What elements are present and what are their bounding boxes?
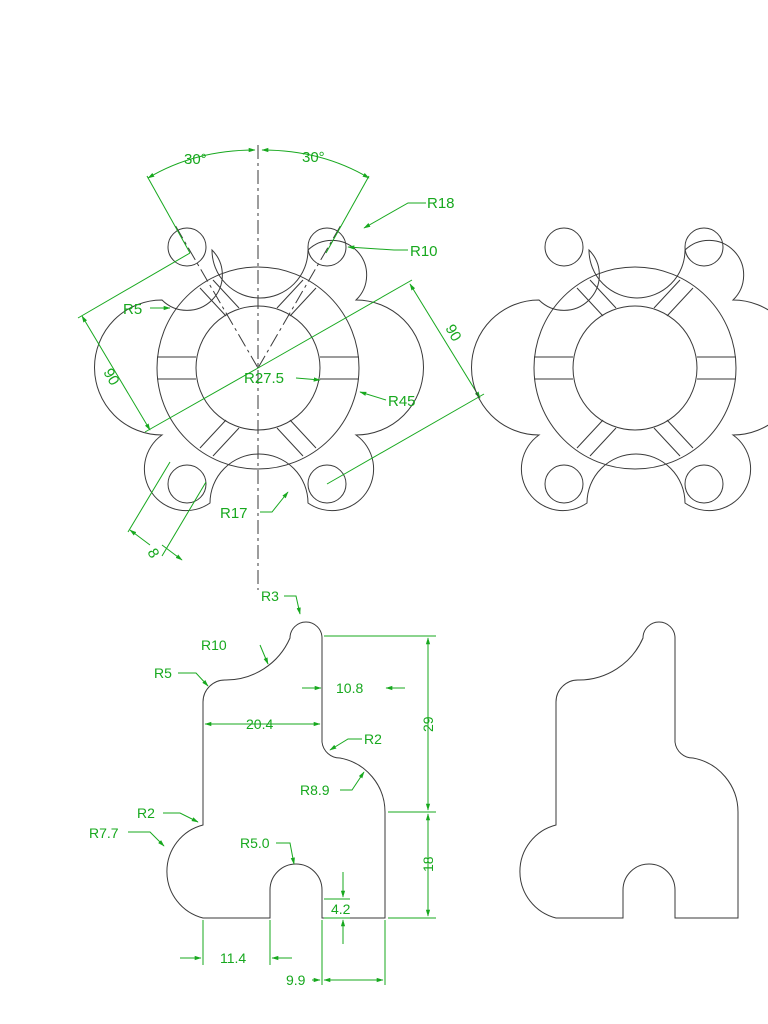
dim-4-2: 4.2 [331, 901, 351, 917]
profile-view-plain [519, 621, 739, 919]
dim-10-8: 10.8 [336, 680, 363, 696]
dim-9-9: 9.9 [286, 972, 306, 988]
flange-top-view-dimensioned: 30° 30° R18 R10 R5 90 90 R27.5 R45 R17 [77, 145, 485, 590]
dim-r5-top: R5 [123, 301, 142, 318]
dim-r8-9: R8.9 [300, 782, 330, 798]
dim-r18: R18 [427, 195, 455, 212]
profile-outline [166, 621, 386, 919]
dim-r27-5: R27.5 [244, 370, 284, 387]
flange-outline-plain [471, 239, 768, 512]
dim-r2-left: R2 [137, 805, 155, 821]
bolt-hole-bottom-right [307, 464, 347, 504]
rib-slots [157, 279, 359, 457]
angled-centerline-right [257, 224, 342, 369]
dim-r10-side: R10 [201, 637, 227, 653]
dim-r7-7: R7.7 [89, 825, 119, 841]
profile-outline-plain [519, 621, 739, 919]
dim-angle-left: 30° [184, 151, 207, 168]
profile-view-dimensioned: R3 R10 R5 10.8 20.4 29 R2 R8.9 R2 R7.7 R… [89, 588, 436, 988]
outer-ring [156, 266, 360, 470]
dim-20-4: 20.4 [246, 716, 273, 732]
flange-top-view-plain [471, 227, 768, 512]
dim-r45: R45 [388, 393, 416, 410]
bolt-hole-top-left [167, 227, 207, 267]
dim-angle-right: 30° [302, 149, 325, 166]
dim-r3: R3 [261, 588, 279, 604]
dim-29: 29 [420, 716, 436, 732]
dim-r10-top: R10 [410, 243, 438, 260]
bolt-hole-bottom-left [167, 464, 207, 504]
dim-r5-side: R5 [154, 665, 172, 681]
dim-90-left: 90 [100, 366, 123, 389]
dim-r2-right: R2 [364, 731, 382, 747]
dim-11-4: 11.4 [220, 950, 246, 966]
angled-centerline-left [174, 224, 259, 369]
dim-18: 18 [420, 856, 436, 872]
bolt-hole-top-right [307, 227, 347, 267]
dim-90-right: 90 [442, 322, 465, 345]
dim-8: 8 [144, 546, 163, 562]
dim-r17: R17 [220, 505, 248, 522]
dim-r5-0: R5.0 [240, 835, 270, 851]
